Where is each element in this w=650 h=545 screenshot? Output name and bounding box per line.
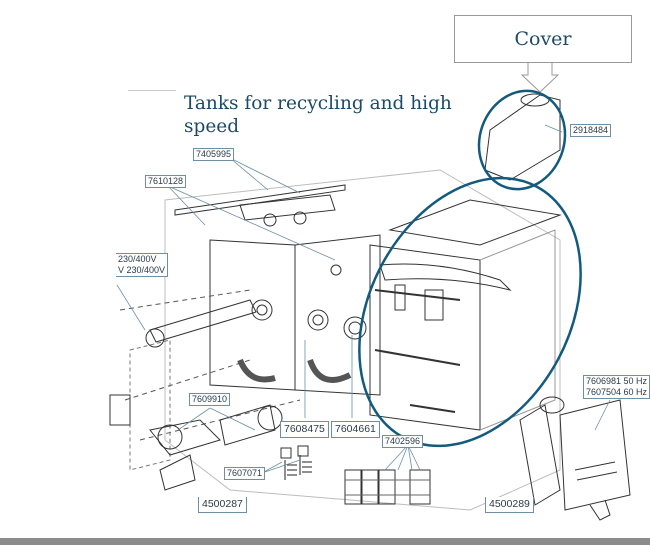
diagram-title: Tanks for recycling and high speed [184,93,452,137]
part-label-4500287: 4500287 [198,497,247,513]
machine-frame [164,169,561,511]
callout-arrow [520,63,560,93]
bottom-scrollbar[interactable] [0,538,650,545]
part-label-7608475: 7608475 [280,421,329,438]
leader-lines [116,124,611,474]
divider-rule [128,90,176,91]
part-label-7609910: 7609910 [189,393,231,406]
valve-plate [239,194,336,221]
cover-highlight [477,89,567,191]
part-label-4500289: 4500289 [485,497,534,513]
pump [519,396,631,521]
contactors [344,469,431,505]
part-label-7610128: 7610128 [145,175,187,188]
cover-callout: Cover [454,15,632,63]
part-label-7405995: 7405995 [193,148,235,161]
cover-part [484,94,561,181]
right-tank [369,244,481,431]
top-rail [174,184,346,216]
part-label-7402596: 7402596 [382,435,424,448]
middle-tank [294,234,381,396]
heating-element [149,299,257,343]
part-label-2918484: 2918484 [570,124,612,137]
part-label-7604661: 7604661 [331,421,380,438]
part-label-pump: 7606981 50 Hz 7607504 60 Hz [583,375,650,399]
part-label-voltage: 230/400V V 230/400V [116,253,169,277]
left-tank [209,239,296,391]
part-label-7607071: 7607071 [224,467,266,480]
